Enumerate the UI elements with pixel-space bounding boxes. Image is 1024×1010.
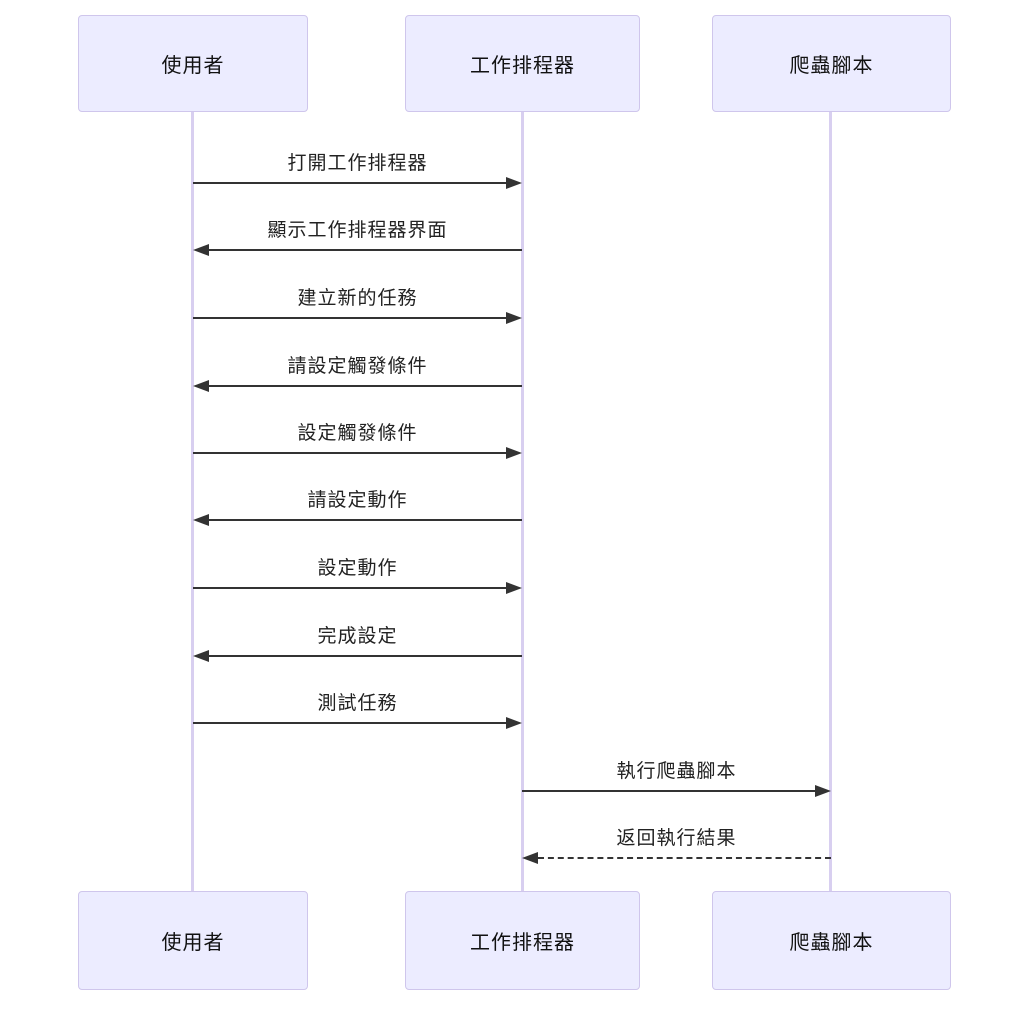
arrowhead-left-icon [193, 514, 209, 526]
message-arrow-line [193, 182, 506, 184]
arrowhead-right-icon [506, 312, 522, 324]
actor-label: 爬蟲腳本 [789, 932, 874, 954]
actor-bottom-scheduler: 工作排程器 [405, 891, 640, 990]
actor-top-scheduler: 工作排程器 [405, 15, 640, 112]
arrowhead-left-icon [193, 244, 209, 256]
message-arrow-line [209, 385, 522, 387]
actor-label: 爬蟲腳本 [789, 55, 874, 77]
message-label: 返回執行結果 [616, 828, 737, 849]
arrowhead-left-icon [193, 380, 209, 392]
message-label: 完成設定 [317, 626, 398, 647]
actor-bottom-crawler: 爬蟲腳本 [712, 891, 951, 990]
message-label: 打開工作排程器 [287, 153, 428, 174]
arrowhead-left-icon [193, 650, 209, 662]
actor-label: 工作排程器 [470, 932, 575, 954]
lifeline-user [191, 112, 194, 891]
message-label: 顯示工作排程器界面 [267, 220, 448, 241]
actor-top-user: 使用者 [78, 15, 308, 112]
message-label: 測試任務 [317, 693, 398, 714]
message-label: 建立新的任務 [297, 288, 418, 309]
message-arrow-line [209, 249, 522, 251]
actor-label: 使用者 [161, 55, 225, 77]
message-label: 設定動作 [317, 558, 398, 579]
arrowhead-left-icon [522, 852, 538, 864]
actor-bottom-user: 使用者 [78, 891, 308, 990]
message-arrow-line-dashed [538, 857, 831, 859]
message-label: 請設定動作 [307, 490, 408, 511]
actor-label: 工作排程器 [470, 55, 575, 77]
arrowhead-right-icon [506, 447, 522, 459]
message-label: 設定觸發條件 [297, 423, 418, 444]
message-arrow-line [522, 790, 815, 792]
arrowhead-right-icon [506, 177, 522, 189]
actor-label: 使用者 [161, 932, 225, 954]
lifeline-scheduler [521, 112, 524, 891]
actor-top-crawler: 爬蟲腳本 [712, 15, 951, 112]
message-arrow-line [193, 587, 506, 589]
message-arrow-line [193, 722, 506, 724]
message-arrow-line [193, 452, 506, 454]
lifeline-crawler [829, 112, 832, 891]
arrowhead-right-icon [815, 785, 831, 797]
arrowhead-right-icon [506, 582, 522, 594]
message-label: 請設定觸發條件 [287, 356, 428, 377]
message-arrow-line [209, 519, 522, 521]
message-arrow-line [193, 317, 506, 319]
arrowhead-right-icon [506, 717, 522, 729]
message-label: 執行爬蟲腳本 [616, 761, 737, 782]
message-arrow-line [209, 655, 522, 657]
